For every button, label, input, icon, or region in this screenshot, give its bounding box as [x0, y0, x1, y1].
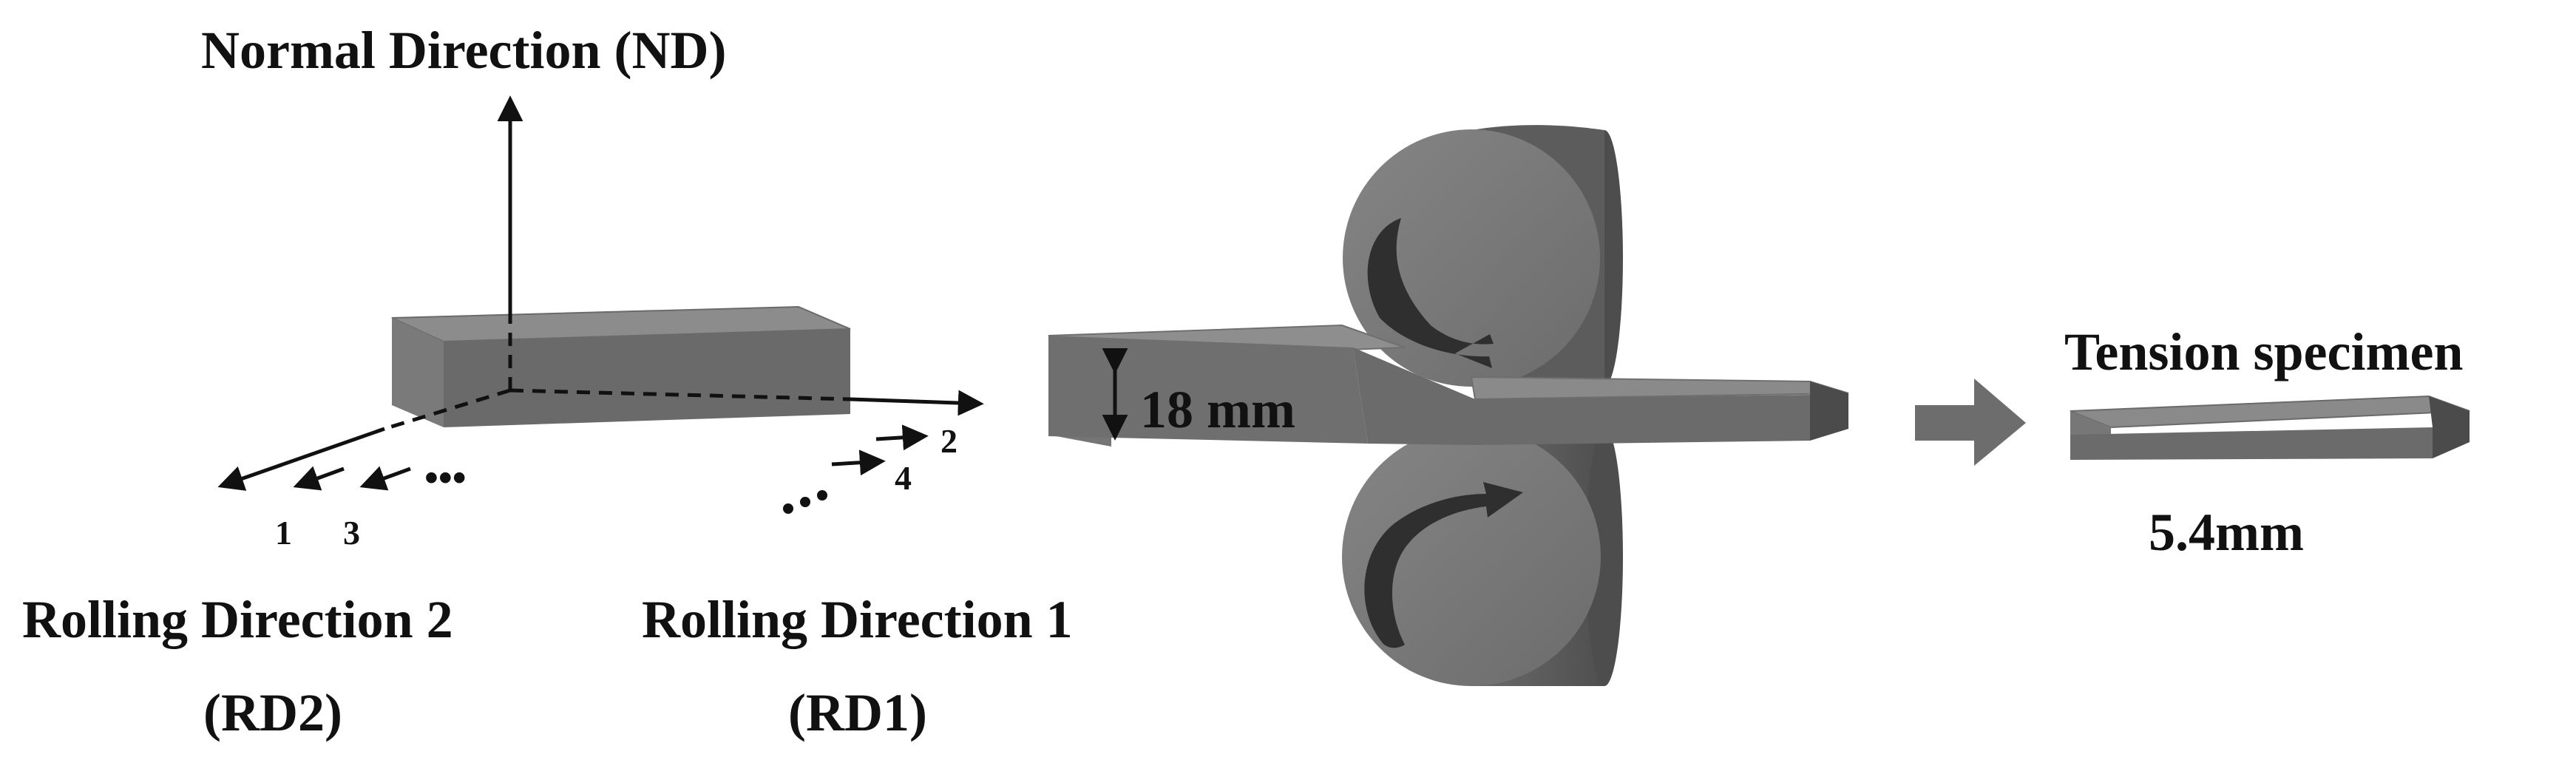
plate-exit-front	[1475, 395, 1810, 445]
rd1-step-4-arrow	[831, 449, 886, 476]
block-front-face	[392, 318, 444, 427]
upper-roller	[1343, 125, 1623, 390]
specimen-long-face	[2070, 427, 2433, 460]
rd2-abbrev-label: (RD2)	[203, 683, 342, 742]
plate-exit-end	[1810, 381, 1848, 441]
thickness-initial-label: 18 mm	[1140, 380, 1295, 439]
rolled-plate	[1048, 324, 1849, 447]
lower-roller	[1342, 427, 1623, 686]
lower-roller-face	[1342, 427, 1601, 686]
rd1-step-2-label: 2	[940, 422, 957, 460]
rd1-step-4-label: 4	[895, 459, 912, 497]
rd1-axis-dashed	[509, 388, 851, 401]
thickness-final-label: 5.4mm	[2149, 503, 2304, 562]
process-arrow	[1915, 379, 2026, 466]
specimen-title: Tension specimen	[2064, 322, 2463, 381]
specimen-end	[2429, 396, 2470, 458]
rd1-abbrev-label: (RD1)	[788, 683, 927, 742]
block-long-face	[444, 329, 850, 427]
upper-rotation-arrow	[1367, 218, 1494, 368]
rd2-label: Rolling Direction 2	[22, 590, 453, 649]
rd2-step-3-label: 3	[343, 514, 360, 552]
specimen-top	[2070, 395, 2470, 429]
plate-entry-front	[1048, 336, 1368, 444]
rd2-ellipsis: •••	[424, 455, 467, 500]
lower-rotation-arrow	[1364, 482, 1523, 648]
rd1-label: Rolling Direction 1	[642, 590, 1073, 649]
rd2-step-1-label: 1	[275, 514, 292, 552]
rd1-ellipsis	[783, 490, 827, 514]
nd-label: Normal Direction (ND)	[201, 21, 726, 80]
rd1-axis	[850, 390, 984, 416]
coordinate-block-group: ••• 1 3 2 4 Normal Direction (ND) Rollin…	[22, 21, 1073, 742]
rd1-step-2-arrow	[875, 424, 929, 451]
rd2-axis	[217, 427, 385, 491]
tension-specimen-group: Tension specimen 5.4mm	[2064, 322, 2470, 562]
rolling-mill-group: 18 mm	[1048, 125, 1849, 686]
rd2-step-1-arrow	[293, 466, 345, 491]
rd2-step-3-arrow	[359, 466, 411, 491]
